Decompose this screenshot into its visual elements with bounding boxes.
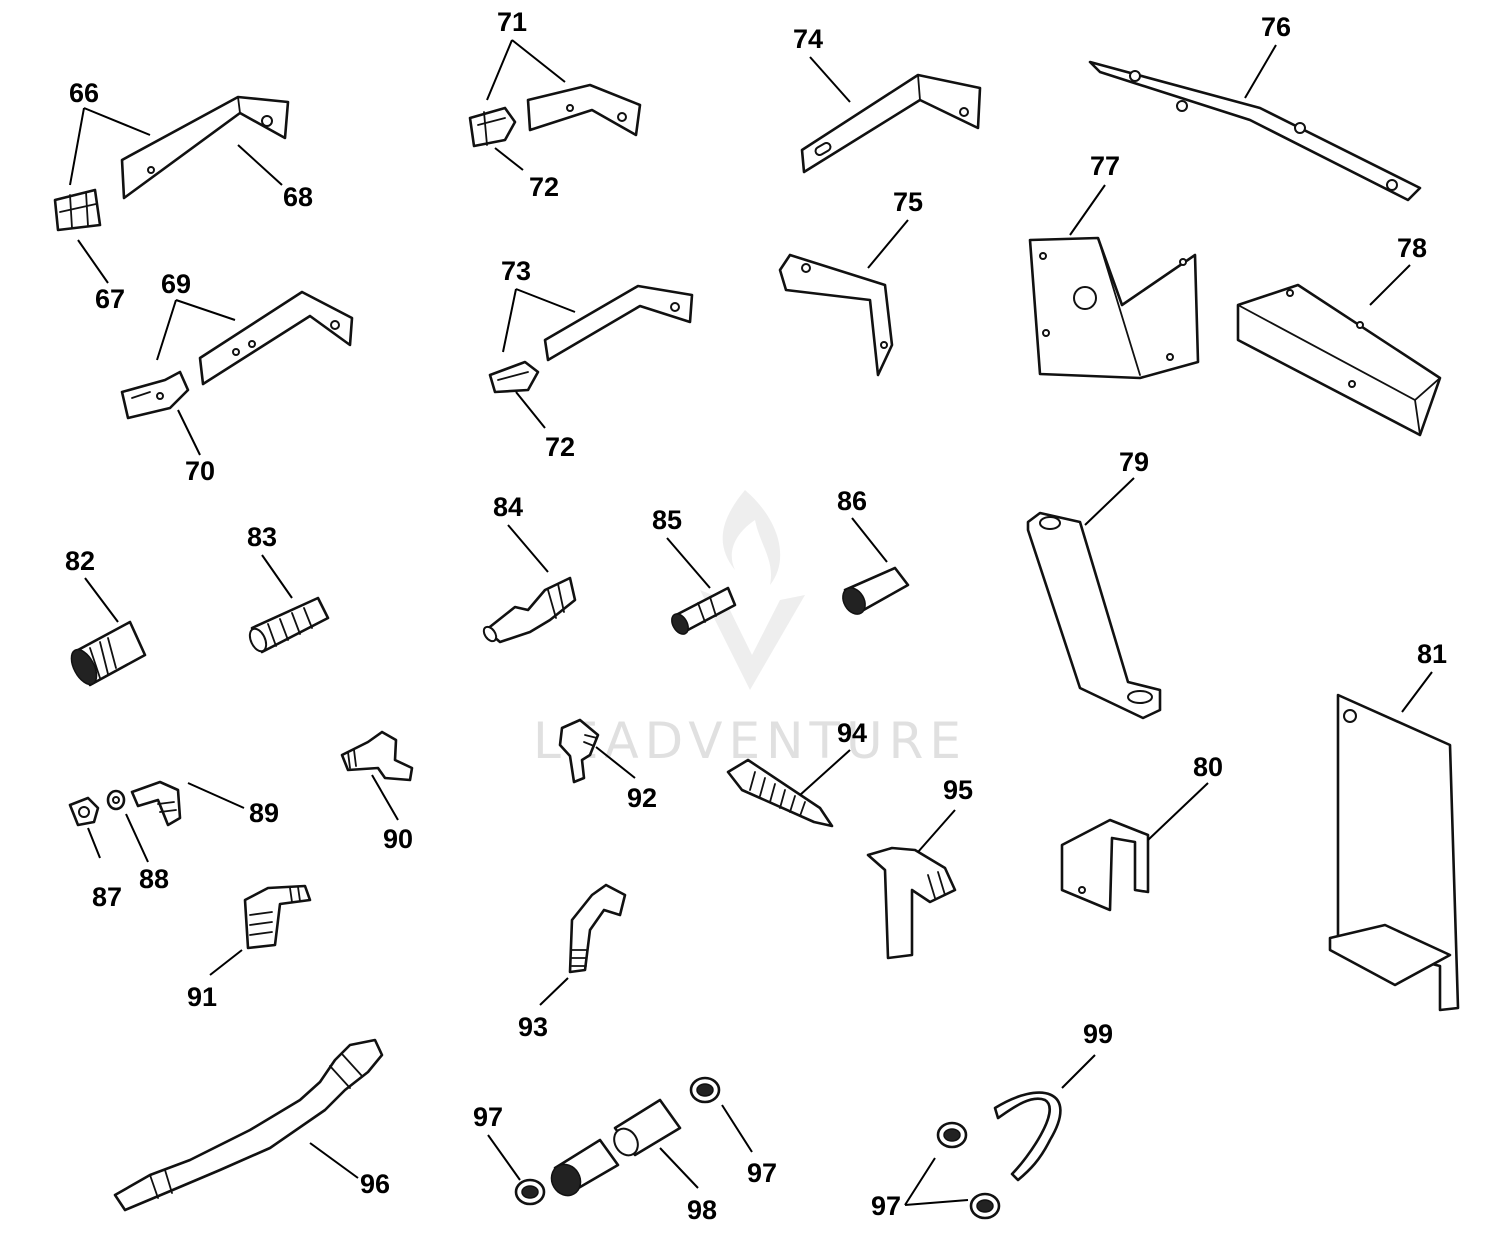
part-92-elbow (558, 718, 600, 784)
callout-89: 89 (249, 798, 279, 828)
callout-71: 71 (497, 7, 527, 37)
part-68-bracket (120, 95, 290, 200)
part-73-bracket (543, 284, 694, 362)
part-67-clip (53, 188, 102, 232)
callout-68: 68 (283, 182, 313, 212)
part-96-hose (113, 1038, 384, 1212)
part-78-bracket (1236, 283, 1442, 437)
callout-95: 95 (943, 775, 973, 805)
part-89-elbow (130, 780, 182, 827)
callout-97-c: 97 (871, 1191, 901, 1221)
callout-77: 77 (1090, 151, 1120, 181)
part-95-tee (866, 846, 957, 960)
watermark-logo-icon (700, 490, 805, 690)
part-74-bracket (800, 73, 982, 174)
callout-72-bottom: 72 (545, 432, 575, 462)
part-93-elbow (568, 883, 627, 974)
callout-73: 73 (501, 256, 531, 286)
callout-67: 67 (95, 284, 125, 314)
callout-74: 74 (793, 24, 823, 54)
part-82-nipple (70, 620, 147, 687)
part-87-nut (68, 796, 100, 827)
callout-85: 85 (652, 505, 682, 535)
part-79-bracket (1026, 511, 1162, 720)
part-72-clip-top (468, 106, 517, 148)
part-76-plate (1088, 60, 1422, 202)
callout-92: 92 (627, 783, 657, 813)
part-72-clip-bottom (488, 360, 540, 394)
part-84-fitting (482, 576, 577, 644)
part-70-clip (120, 370, 190, 420)
part-81-plate (1328, 693, 1460, 1012)
callout-labels: 66 67 68 69 70 71 72 73 72 74 75 76 77 7… (65, 7, 1447, 1225)
callout-69: 69 (161, 269, 191, 299)
callout-96: 96 (360, 1169, 390, 1199)
callout-99: 99 (1083, 1019, 1113, 1049)
callout-98: 98 (687, 1195, 717, 1225)
callout-84: 84 (493, 492, 523, 522)
part-98-hose (550, 1098, 682, 1197)
part-75-bracket (778, 253, 894, 377)
part-88-ferrule (106, 789, 126, 811)
callout-86: 86 (837, 486, 867, 516)
part-86-bushing (842, 566, 910, 615)
callout-83: 83 (247, 522, 277, 552)
part-77-plate (1028, 236, 1200, 380)
part-97-clamp-d (969, 1192, 1001, 1220)
part-97-clamp-b (689, 1076, 721, 1104)
part-90-tee (340, 730, 414, 782)
callout-97-b: 97 (747, 1158, 777, 1188)
callout-87: 87 (92, 882, 122, 912)
callout-75: 75 (893, 187, 923, 217)
part-91-elbow (243, 884, 312, 950)
leader-lines (69, 39, 1433, 1206)
part-83-stud (248, 596, 330, 654)
callout-79: 79 (1119, 447, 1149, 477)
callout-78: 78 (1397, 233, 1427, 263)
callout-80: 80 (1193, 752, 1223, 782)
callout-66: 66 (69, 78, 99, 108)
part-99-tube (993, 1091, 1062, 1182)
part-85-nipple (671, 586, 737, 635)
callout-91: 91 (187, 982, 217, 1012)
callout-93: 93 (518, 1012, 548, 1042)
callout-81: 81 (1417, 639, 1447, 669)
callout-88: 88 (139, 864, 169, 894)
callout-97-a: 97 (473, 1102, 503, 1132)
callout-94: 94 (837, 718, 867, 748)
callout-82: 82 (65, 546, 95, 576)
part-97-clamp-a (514, 1178, 546, 1206)
callout-90: 90 (383, 824, 413, 854)
part-69-bracket (198, 290, 354, 386)
part-94-screw (726, 758, 834, 828)
part-97-clamp-c (936, 1121, 968, 1149)
callout-70: 70 (185, 456, 215, 486)
part-80-bracket (1060, 818, 1150, 912)
callout-76: 76 (1261, 12, 1291, 42)
callout-72-top: 72 (529, 172, 559, 202)
part-71-bracket (526, 83, 642, 137)
